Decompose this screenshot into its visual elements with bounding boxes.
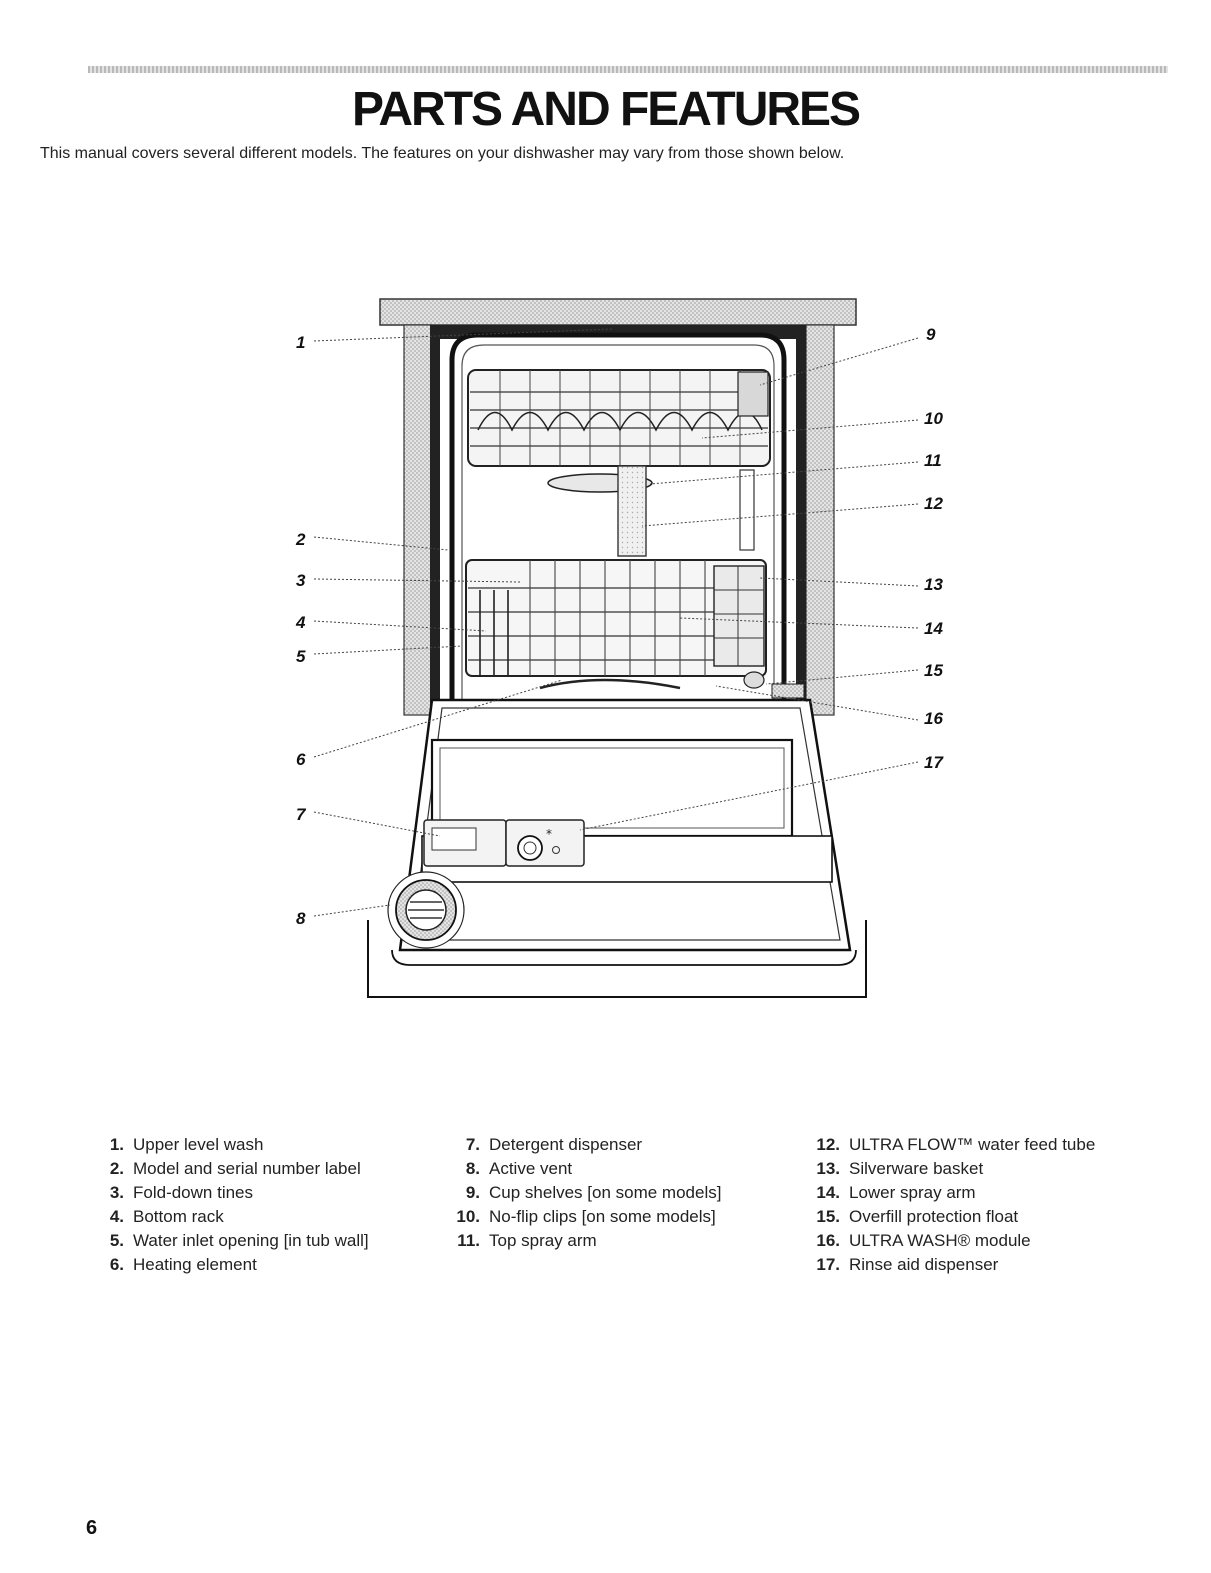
list-item-number: 15. [816,1207,840,1226]
callout-13: 13 [924,575,943,594]
list-item-number: 16. [816,1231,840,1250]
list-item-label: Lower spray arm [849,1183,976,1202]
callout-16: 16 [924,709,943,728]
list-item: 9. Cup shelves [on some models] [448,1181,722,1205]
list-item: 3. Fold-down tines [92,1181,369,1205]
list-item-label: Rinse aid dispenser [849,1255,999,1274]
water-feed-tube [617,465,755,557]
list-item-label: Bottom rack [133,1207,224,1226]
list-item: 7. Detergent dispenser [448,1133,721,1157]
list-item: 11. Top spray arm [448,1229,721,1253]
list-item-label: Model and serial number label [133,1159,361,1178]
dishwasher-base [367,920,867,998]
list-item-number: 8. [465,1159,480,1178]
callout-15: 15 [924,661,943,680]
callout-labels: 1 2 3 4 5 6 7 8 9 10 11 12 13 14 15 16 1… [295,325,944,928]
list-item-number: 5. [109,1231,124,1250]
list-item-number: 12. [816,1135,840,1154]
lower-rack [465,559,805,699]
callout-17: 17 [924,753,944,772]
list-item-label: ULTRA WASH® module [849,1231,1031,1250]
callout-2: 2 [295,530,306,549]
list-item-label: Silverware basket [849,1159,984,1178]
parts-list-column-3: 12. ULTRA FLOW™ water feed tube 13. Silver… [808,1133,1095,1277]
callout-6: 6 [296,750,306,769]
list-item-number: 10. [456,1207,480,1226]
intro-text: This manual covers several different mod… [40,145,845,162]
callout-8: 8 [296,909,306,928]
list-item-label: Heating element [133,1255,257,1274]
list-item-number: 1. [109,1135,124,1154]
list-item: 17. Rinse aid dispenser [808,1253,1095,1277]
callout-4: 4 [295,613,306,632]
list-item: 2. Model and serial number label [92,1157,369,1181]
countertop [379,298,857,326]
list-item-number: 14. [816,1183,840,1202]
svg-text:*: * [546,827,552,841]
list-item: 6. Heating element [92,1253,369,1277]
list-item: 5. Water inlet opening [in tub wall] [92,1229,369,1253]
open-door: * [387,698,852,952]
callout-12: 12 [924,494,943,513]
list-item: 14. Lower spray arm [808,1181,1095,1205]
parts-list-column-2: 7. Detergent dispenser 8. Active vent 9. Cu… [448,1133,721,1253]
list-item-label: Top spray arm [489,1231,597,1250]
callout-11: 11 [924,451,942,470]
callout-5: 5 [296,647,306,666]
list-item-label: Water inlet opening [in tub wall] [133,1231,369,1250]
list-item-label: Detergent dispenser [489,1135,643,1154]
list-item-number: 2. [109,1159,124,1178]
list-item-number: 17. [816,1255,840,1274]
list-item-number: 6. [109,1255,124,1274]
list-item: 10. No-flip clips [on some models] [448,1205,721,1229]
parts-list-column-1: 1. Upper level wash 2. Model and serial nu… [92,1133,369,1277]
list-item-label: ULTRA FLOW™ water feed tube [849,1135,1096,1154]
leader-lines [313,328,919,917]
callout-14: 14 [924,619,943,638]
list-item-label: No-flip clips [on some models] [489,1207,716,1226]
list-item: 16. ULTRA WASH® module [808,1229,1095,1253]
list-item-number: 9. [465,1183,480,1202]
callout-10: 10 [924,409,943,428]
list-item: 15. Overfill protection float [808,1205,1095,1229]
list-item: 12. ULTRA FLOW™ water feed tube [808,1133,1095,1157]
page-number: 6 [86,1517,98,1539]
list-item-label: Fold-down tines [133,1183,254,1202]
callout-1: 1 [296,333,305,352]
list-item: 8. Active vent [448,1157,721,1181]
callout-9: 9 [926,325,936,344]
list-item-number: 13. [816,1159,840,1178]
list-item-label: Cup shelves [on some models] [489,1183,722,1202]
list-item-label: Active vent [489,1159,573,1178]
list-item-number: 7. [465,1135,480,1154]
callout-3: 3 [296,571,306,590]
page-title: PARTS AND FEATURES [351,83,861,136]
callout-7: 7 [296,805,307,824]
list-item: 13. Silverware basket [808,1157,1095,1181]
top-rule [88,66,1168,73]
list-item-number: 4. [109,1207,124,1226]
list-item-number: 11. [457,1231,480,1250]
list-item-label: Upper level wash [133,1135,264,1154]
list-item-label: Overfill protection float [849,1207,1019,1226]
list-item-number: 3. [109,1183,124,1202]
upper-rack [467,369,771,493]
list-item: 4. Bottom rack [92,1205,369,1229]
list-item: 1. Upper level wash [92,1133,369,1157]
